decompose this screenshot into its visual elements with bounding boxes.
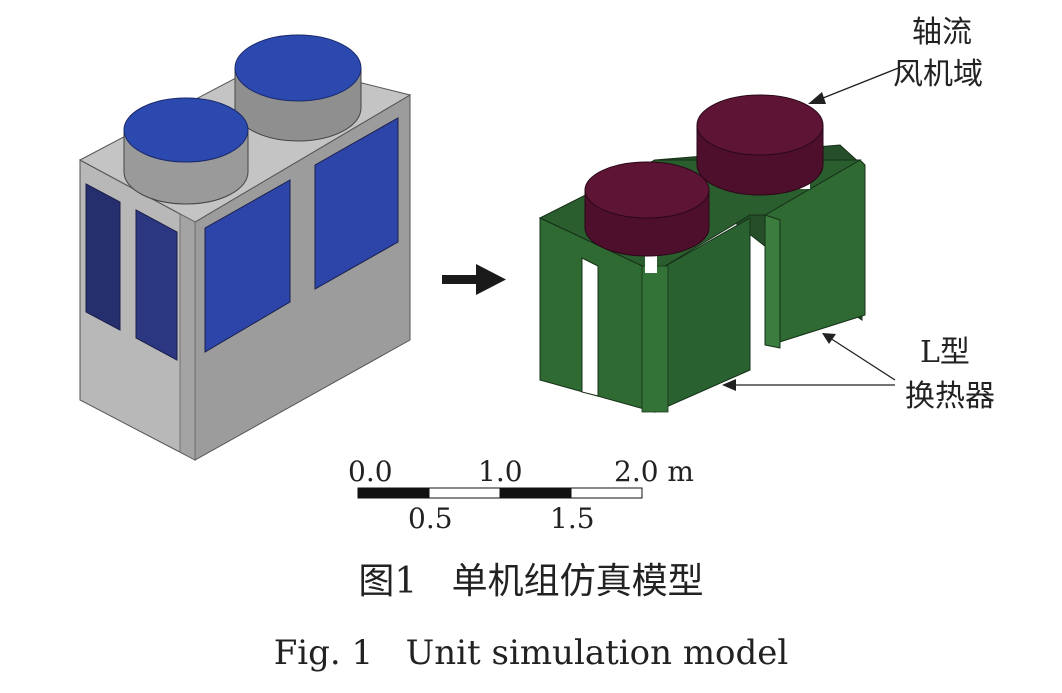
arrow-shaft bbox=[442, 275, 480, 284]
scale-seg-4 bbox=[570, 487, 643, 499]
hx-arrowhead-1 bbox=[822, 333, 836, 344]
unit-bevel-edge bbox=[179, 213, 196, 461]
caption-chinese: 图1 单机组仿真模型 bbox=[358, 561, 703, 602]
fan-domain-leader bbox=[817, 64, 907, 101]
transform-arrow bbox=[442, 264, 506, 295]
fan-domain-back bbox=[696, 94, 824, 196]
scale-seg-2 bbox=[428, 487, 501, 499]
fan-back-top bbox=[234, 34, 362, 102]
hx-arrowhead-2 bbox=[722, 379, 736, 391]
hx-gap-1 bbox=[645, 255, 657, 273]
hx-label-2: 换热器 bbox=[905, 379, 995, 414]
front-panel-right bbox=[135, 209, 178, 361]
fan-domain-front bbox=[584, 161, 710, 257]
callout-heat-exchanger: L型 换热器 bbox=[722, 333, 995, 414]
fan-domain-front-top bbox=[584, 161, 710, 219]
fan-domain-back-top bbox=[696, 94, 824, 156]
simulation-model bbox=[538, 94, 866, 413]
arrow-head bbox=[476, 264, 506, 295]
fan-domain-label-1: 轴流 bbox=[912, 15, 972, 50]
caption-english: Fig. 1 Unit simulation model bbox=[274, 633, 789, 673]
fan-domain-arrowhead bbox=[808, 92, 826, 104]
hx-corner-bevel bbox=[641, 265, 669, 413]
hx-front-slot bbox=[581, 257, 599, 397]
hx-right-front-edge bbox=[764, 214, 781, 349]
fan-front-top bbox=[123, 97, 249, 163]
hx-leader-1 bbox=[829, 337, 896, 381]
scale-seg-3 bbox=[499, 487, 572, 499]
fan-front bbox=[123, 97, 249, 205]
scale-bar: 0.0 1.0 2.0 m 0.5 1.5 bbox=[348, 455, 694, 535]
outdoor-unit-model bbox=[78, 34, 412, 461]
fan-domain-label-2: 风机域 bbox=[893, 57, 983, 92]
callout-fan-domain: 轴流 风机域 bbox=[808, 15, 983, 104]
side-panel-right bbox=[314, 117, 399, 290]
scale-label-onehalf: 1.5 bbox=[550, 502, 595, 535]
scale-seg-1 bbox=[357, 487, 430, 499]
hx-label-1: L型 bbox=[920, 335, 970, 370]
scale-label-half: 0.5 bbox=[408, 502, 453, 535]
front-panel-left bbox=[85, 183, 121, 331]
scale-label-2: 2.0 m bbox=[614, 455, 694, 488]
side-panel-left bbox=[204, 179, 291, 353]
fan-back bbox=[234, 34, 362, 142]
scale-label-0: 0.0 bbox=[348, 455, 393, 488]
scale-label-1: 1.0 bbox=[478, 455, 523, 488]
